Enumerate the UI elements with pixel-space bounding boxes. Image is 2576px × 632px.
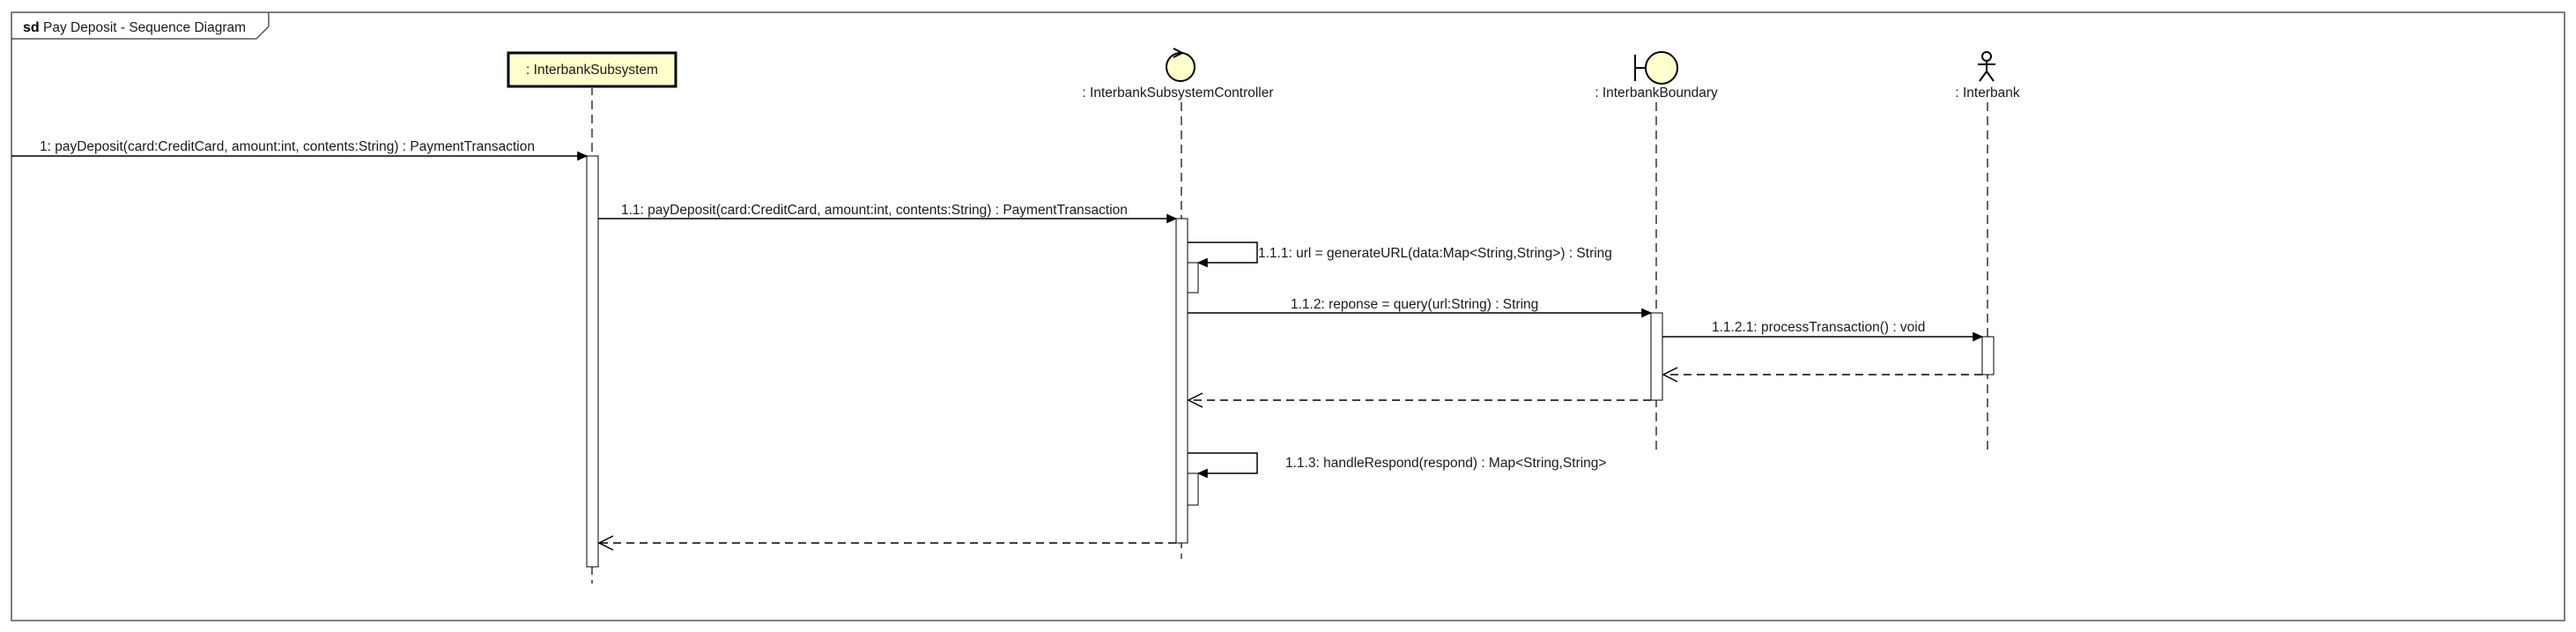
return-arrowhead-1-1-2 bbox=[1187, 392, 1203, 408]
activation-controller-self-1 bbox=[1187, 262, 1199, 294]
message-label-1-1-2: 1.1.2: reponse = query(url:String) : Str… bbox=[1291, 297, 1538, 312]
return-arrowhead-1-1-2-1 bbox=[1662, 367, 1678, 383]
boundary-icon[interactable] bbox=[1634, 51, 1678, 85]
message-label-1-1-2-1: 1.1.2.1: processTransaction() : void bbox=[1712, 320, 1925, 335]
lifeline-label-interbank-subsystem: : InterbankSubsystem bbox=[526, 63, 658, 78]
frame-keyword: sd bbox=[23, 20, 40, 35]
actor-icon[interactable] bbox=[1978, 51, 1995, 82]
message-arrow-1-1-1[interactable] bbox=[1188, 242, 1258, 268]
message-arrow-1-1-3[interactable] bbox=[1188, 452, 1258, 479]
message-label-1: 1: payDeposit(card:CreditCard, amount:in… bbox=[40, 139, 535, 154]
lifeline-interbank: : Interbank bbox=[1955, 51, 2020, 453]
activation-subsystem bbox=[586, 155, 599, 568]
return-arrowhead-1-1 bbox=[597, 535, 614, 551]
control-icon[interactable] bbox=[1166, 48, 1195, 82]
lifeline-label-interbank: : Interbank bbox=[1955, 86, 2019, 100]
activation-interbank bbox=[1981, 336, 1995, 375]
activation-controller bbox=[1175, 218, 1188, 544]
lifeline-label-boundary: : InterbankBoundary bbox=[1595, 86, 1718, 100]
messages: 1: payDeposit(card:CreditCard, amount:in… bbox=[11, 139, 1984, 551]
lifeline-label-controller: : InterbankSubsystemController bbox=[1082, 86, 1273, 100]
message-label-1-1-1: 1.1.1: url = generateURL(data:Map<String… bbox=[1258, 246, 1612, 261]
activation-boundary bbox=[1650, 312, 1663, 401]
activation-controller-self-2 bbox=[1187, 472, 1199, 506]
message-label-1-1: 1.1: payDeposit(card:CreditCard, amount:… bbox=[621, 203, 1128, 218]
frame-title: Pay Deposit - Sequence Diagram bbox=[43, 20, 246, 35]
diagram-frame: sd Pay Deposit - Sequence Diagram bbox=[11, 11, 2565, 621]
activation-bars bbox=[586, 155, 1995, 568]
lifeline-interbank-boundary: : InterbankBoundary bbox=[1595, 51, 1718, 453]
message-label-1-1-3: 1.1.3: handleRespond(respond) : Map<Stri… bbox=[1285, 456, 1606, 471]
